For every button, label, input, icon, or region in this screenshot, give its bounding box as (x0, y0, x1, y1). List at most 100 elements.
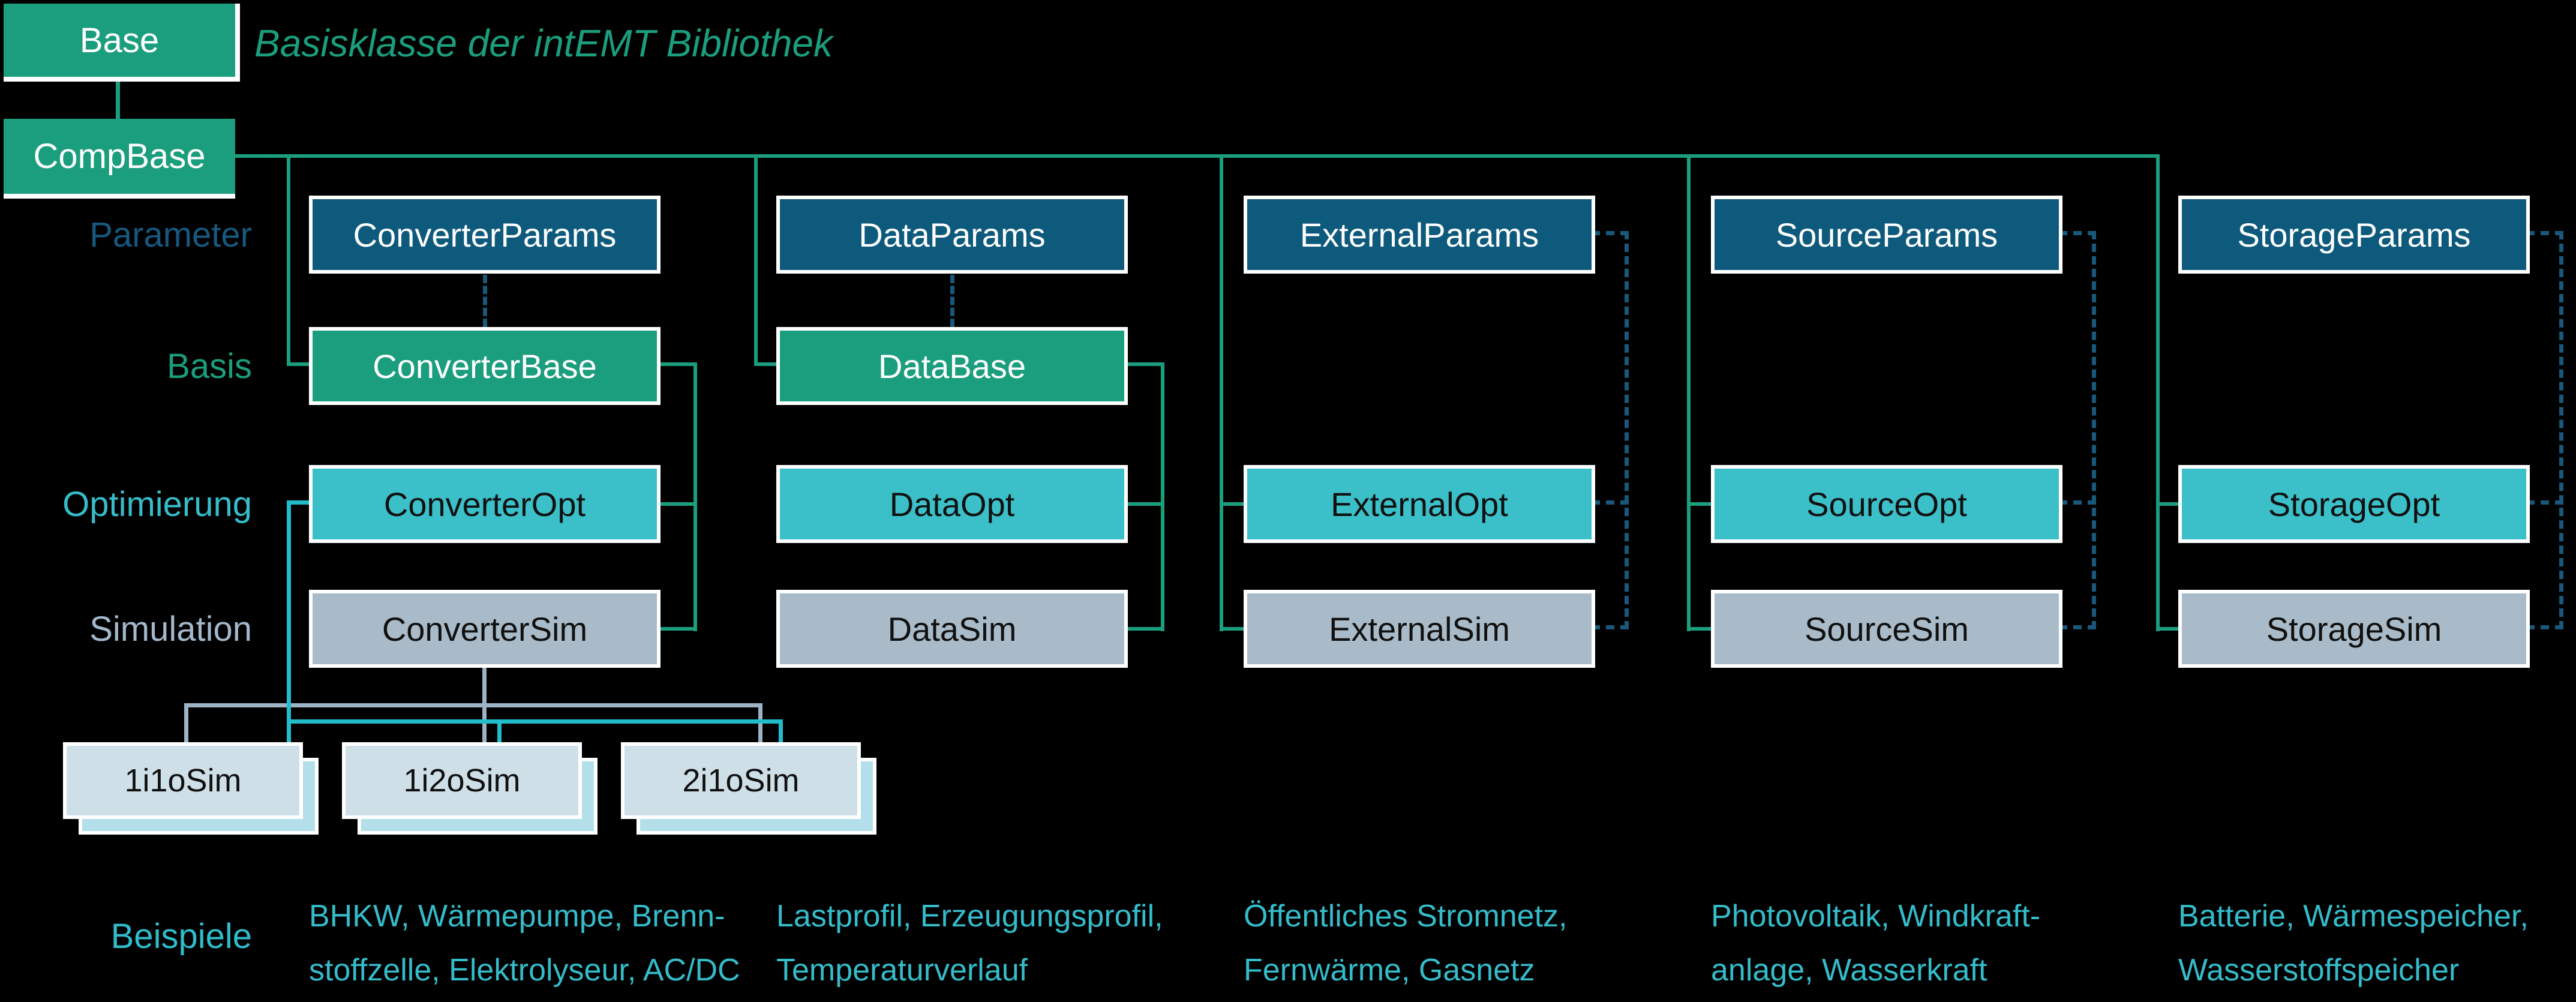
dashed-storage-sim (2526, 625, 2563, 629)
class-box-compbase-label: CompBase (33, 137, 206, 176)
class-box-database-label: DataBase (878, 347, 1026, 385)
connector-opt-stub-3 (779, 719, 783, 747)
bracket-converter-top (657, 362, 697, 366)
connector-opt-drop (287, 500, 291, 747)
class-box-dataparams: DataParams (776, 196, 1128, 274)
class-box-storagesim: StorageSim (2178, 590, 2530, 668)
examples-external-line1: Öffentliches Stromnetz, (1244, 899, 1568, 934)
connector-sim-stub-1 (184, 703, 188, 747)
class-box-convertersim: ConverterSim (309, 590, 660, 668)
connector-drop-data (754, 154, 758, 366)
connector-stub-source-sim (1687, 627, 1715, 631)
class-box-converteropt-label: ConverterOpt (383, 485, 586, 523)
class-box-storageopt: StorageOpt (2178, 465, 2530, 543)
dashed-params-base-data (950, 275, 954, 327)
dashed-external-opt (1592, 500, 1629, 505)
dashed-storage-opt (2526, 500, 2563, 505)
connector-sim-stub-3 (758, 703, 762, 747)
class-box-sourcesim-label: SourceSim (1805, 610, 1969, 648)
connector-elbow-data (754, 362, 780, 366)
row-label-simulation: Simulation (89, 609, 252, 649)
examples-data: Lastprofil, Erzeugungsprofil, Temperatur… (776, 889, 1238, 997)
class-box-externalparams: ExternalParams (1244, 196, 1595, 274)
examples-data-line2: Temperaturverlauf (776, 953, 1028, 988)
diagram-title: Basisklasse der intEMT Bibliothek (254, 22, 833, 65)
dashed-source-params (2059, 231, 2096, 235)
dashed-params-base-converter (483, 275, 487, 327)
class-box-dataparams-label: DataParams (858, 215, 1046, 254)
connector-stub-external-opt (1220, 502, 1247, 506)
row-label-parameter: Parameter (89, 215, 252, 254)
dashed-source-sim (2059, 625, 2096, 629)
class-box-sourceparams-label: SourceParams (1775, 215, 1998, 254)
connector-elbow-converter (287, 362, 313, 366)
bracket-data-top (1124, 362, 1164, 366)
examples-external: Öffentliches Stromnetz, Fernwärme, Gasne… (1244, 889, 1706, 997)
class-box-externalsim-label: ExternalSim (1329, 610, 1510, 648)
class-box-sourceparams: SourceParams (1711, 196, 2062, 274)
connector-drop-source (1687, 154, 1691, 631)
class-box-converterparams-label: ConverterParams (353, 215, 617, 254)
class-box-1i1osim-label: 1i1oSim (124, 763, 242, 799)
connector-stub-external-sim (1220, 627, 1247, 631)
dashed-external-sim (1592, 625, 1629, 629)
connector-base-compbase (116, 77, 120, 119)
connector-drop-storage (2156, 154, 2160, 631)
dashed-external-params (1592, 231, 1629, 235)
connector-opt-stub (287, 500, 313, 505)
examples-source: Photovoltaik, Windkraft- anlage, Wasserk… (1711, 889, 2173, 997)
class-box-2i1osim: 2i1oSim (621, 742, 861, 819)
bracket-data-sim (1124, 627, 1161, 631)
dashed-storage-params (2526, 231, 2563, 235)
bracket-data-vert (1161, 362, 1164, 631)
connector-sim-hbar (184, 703, 762, 707)
dashed-external-vert (1625, 231, 1629, 629)
connector-stub-storage-sim (2156, 627, 2182, 631)
class-box-database: DataBase (776, 327, 1128, 405)
row-label-beispiele: Beispiele (110, 916, 252, 956)
class-box-compbase: CompBase (4, 119, 235, 199)
connector-drop-converter (287, 154, 290, 366)
class-box-1i2osim: 1i2oSim (342, 742, 582, 819)
class-box-converterbase-label: ConverterBase (373, 347, 597, 385)
class-box-sourceopt-label: SourceOpt (1806, 485, 1967, 523)
bracket-converter-sim (657, 627, 693, 631)
bracket-data-opt (1124, 502, 1161, 506)
class-box-convertersim-label: ConverterSim (382, 610, 588, 648)
connector-compbase-main-line (235, 154, 2160, 158)
class-box-datasim: DataSim (776, 590, 1128, 668)
class-box-storageopt-label: StorageOpt (2268, 485, 2440, 523)
class-box-storageparams-label: StorageParams (2237, 215, 2471, 254)
examples-converter-line1: BHKW, Wärmepumpe, Brenn- (309, 899, 725, 934)
class-box-sourceopt: SourceOpt (1711, 465, 2062, 543)
class-box-base-label: Base (79, 20, 160, 60)
class-box-storageparams: StorageParams (2178, 196, 2530, 274)
row-label-optimierung: Optimierung (62, 484, 252, 524)
examples-data-line1: Lastprofil, Erzeugungsprofil, (776, 899, 1163, 934)
examples-storage-line2: Wasserstoffspeicher (2178, 953, 2460, 988)
class-box-dataopt: DataOpt (776, 465, 1128, 543)
bracket-converter-vert (693, 362, 697, 631)
class-box-externalparams-label: ExternalParams (1299, 215, 1539, 254)
dashed-source-vert (2092, 231, 2096, 629)
class-box-dataopt-label: DataOpt (889, 485, 1015, 523)
class-box-converteropt: ConverterOpt (309, 465, 660, 543)
bracket-converter-opt (657, 502, 693, 506)
class-box-converterbase: ConverterBase (309, 327, 660, 405)
class-box-externalopt: ExternalOpt (1244, 465, 1595, 543)
connector-stub-storage-opt (2156, 502, 2182, 506)
connector-stub-source-opt (1687, 502, 1715, 506)
class-box-storagesim-label: StorageSim (2266, 610, 2442, 648)
connector-opt-hbar (287, 719, 783, 724)
class-box-converterparams: ConverterParams (309, 196, 660, 274)
dashed-storage-vert (2559, 231, 2563, 629)
class-box-externalsim: ExternalSim (1244, 590, 1595, 668)
row-label-basis: Basis (167, 346, 252, 386)
examples-source-line2: anlage, Wasserkraft (1711, 953, 1987, 988)
class-box-datasim-label: DataSim (887, 610, 1017, 648)
class-box-sourcesim: SourceSim (1711, 590, 2062, 668)
class-box-2i1osim-label: 2i1oSim (682, 763, 800, 799)
examples-storage-line1: Batterie, Wärmespeicher, (2178, 899, 2529, 934)
examples-converter-line2: stoffzelle, Elektrolyseur, AC/DC (309, 953, 740, 988)
